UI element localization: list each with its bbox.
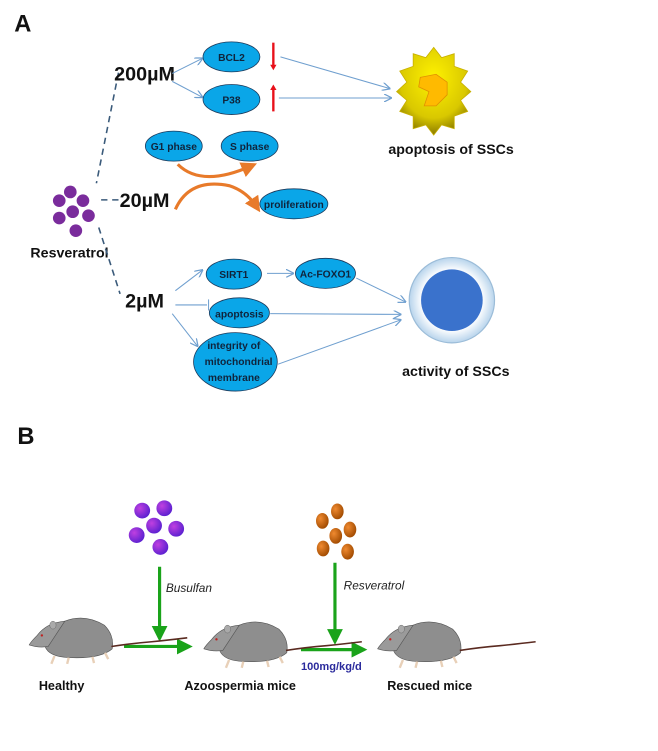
panel-b: B Busulfan Resveratrol 100mg/kg/d Health…: [17, 424, 537, 693]
svg-text:membrane: membrane: [208, 373, 260, 384]
node-ac-foxo1: Ac-FOXO1: [295, 257, 356, 289]
panel-b-label: B: [17, 424, 34, 450]
healthy-mouse-icon: [28, 616, 189, 666]
node-bcl2: BCL2: [202, 41, 261, 73]
svg-text:integrity of: integrity of: [207, 341, 261, 352]
busulfan-label: Busulfan: [166, 581, 213, 595]
panel-a: A Resveratrol 200µM 20µM 2µM BCL2 P38 ap…: [14, 12, 514, 392]
node-p38: P38: [202, 84, 261, 115]
node-g1: G1 phase: [144, 130, 203, 162]
dose-200: 200µM: [114, 64, 175, 86]
svg-text:mitochondrial: mitochondrial: [205, 357, 273, 368]
dose-20: 20µM: [120, 190, 170, 212]
resveratrol-b-label: Resveratrol: [344, 579, 405, 593]
panel-a-label: A: [14, 12, 31, 38]
node-apoptosis: apoptosis: [208, 297, 270, 329]
svg-text:Ac-FOXO1: Ac-FOXO1: [300, 269, 352, 280]
apoptotic-cell-icon: [395, 46, 472, 136]
node-proliferation: proliferation: [259, 188, 329, 220]
node-mito-membrane: integrity of mitochondrial membrane: [193, 332, 278, 392]
activity-outcome-label: activity of SSCs: [402, 364, 509, 380]
stage-healthy: Healthy: [39, 679, 85, 693]
svg-text:BCL2: BCL2: [218, 53, 245, 64]
resveratrol-b-molecule-icon: [316, 503, 357, 560]
svg-text:P38: P38: [222, 95, 241, 106]
cycle-curves: [173, 162, 261, 213]
busulfan-molecule-icon: [128, 500, 185, 555]
down-arrow-icon: [270, 42, 277, 71]
active-cell-icon: [408, 256, 496, 344]
svg-text:G1 phase: G1 phase: [151, 142, 198, 153]
resveratrol-molecule-icon: [52, 185, 95, 237]
node-s-phase: S phase: [220, 130, 279, 162]
svg-text:S phase: S phase: [230, 142, 270, 153]
dose-label: 100mg/kg/d: [301, 661, 362, 673]
dose-branches: [95, 72, 121, 295]
svg-text:apoptosis: apoptosis: [215, 310, 264, 321]
up-arrow-icon: [270, 84, 277, 112]
arrows-2: [171, 270, 405, 365]
green-arrows: [124, 562, 368, 658]
svg-text:proliferation: proliferation: [264, 200, 324, 211]
node-sirt1: SIRT1: [205, 258, 262, 290]
rescued-mouse-icon: [376, 620, 537, 669]
stage-azoospermia: Azoospermia mice: [184, 679, 296, 693]
svg-text:SIRT1: SIRT1: [219, 270, 248, 281]
dose-2: 2µM: [125, 290, 164, 312]
stage-rescued: Rescued mice: [387, 679, 472, 693]
apoptosis-outcome-label: apoptosis of SSCs: [388, 142, 514, 158]
arrows-200: [171, 56, 391, 98]
compound-label: Resveratrol: [30, 246, 108, 262]
